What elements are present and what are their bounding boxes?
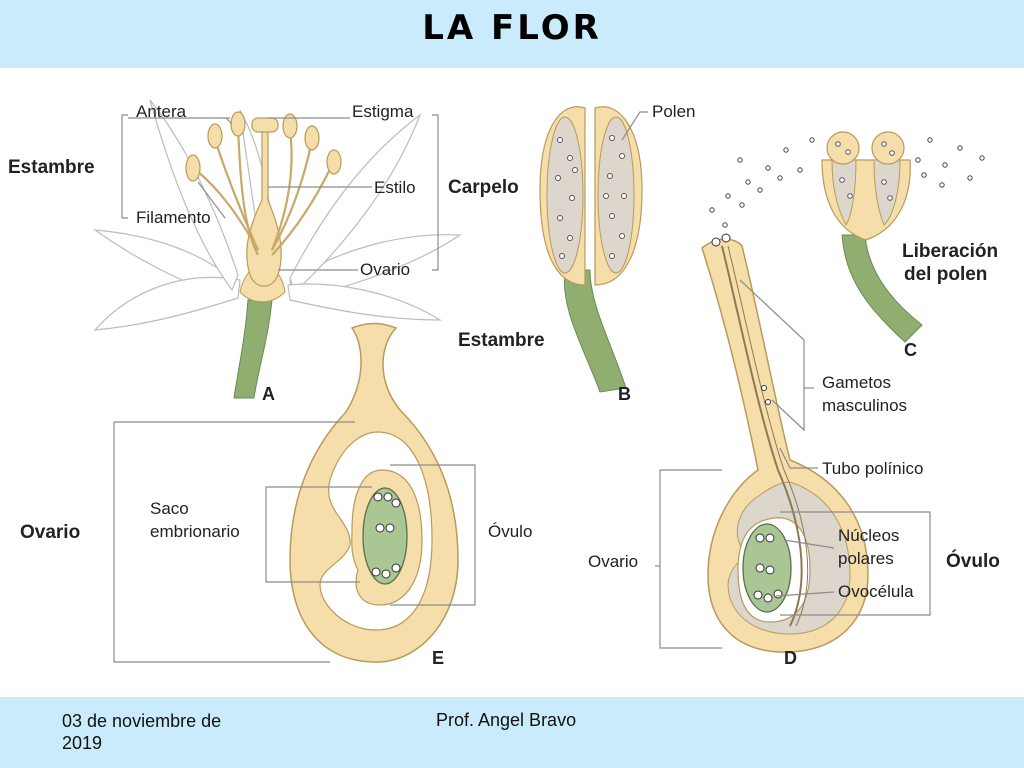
- slide-title: LA FLOR: [422, 8, 602, 48]
- label-estilo: Estilo: [374, 178, 416, 197]
- footer-date: 03 de noviembre de 2019: [62, 711, 222, 753]
- footer-bar: [0, 697, 1024, 768]
- label-liberacion-1: Liberación: [902, 241, 998, 262]
- label-nucleos-2: polares: [838, 549, 894, 568]
- label-gametos-1: Gametos: [822, 373, 891, 392]
- label-carpelo: Carpelo: [448, 177, 519, 198]
- panel-e-ovary: Saco embrionario Ovario Óvulo E: [20, 322, 532, 668]
- label-liberacion-2: del polen: [904, 264, 987, 285]
- label-polen: Polen: [652, 102, 695, 121]
- footer-author: Prof. Angel Bravo: [436, 710, 577, 730]
- panel-b-stamen: Polen Estambre B: [458, 102, 695, 404]
- panel-a-flower: Antera Estigma Estambre Estilo Carpelo F…: [8, 99, 519, 404]
- label-tubo-polinico: Tubo polínico: [822, 459, 923, 478]
- label-ovulo-e: Óvulo: [488, 522, 532, 541]
- panel-letter-d: D: [784, 648, 797, 668]
- label-estambre-a: Estambre: [8, 157, 95, 178]
- label-ovario-d: Ovario: [588, 552, 638, 571]
- panel-letter-c: C: [904, 340, 917, 360]
- label-estambre-b: Estambre: [458, 330, 545, 351]
- label-saco-1: Saco: [150, 499, 189, 518]
- label-gametos-2: masculinos: [822, 396, 907, 415]
- label-saco-2: embrionario: [150, 522, 240, 541]
- label-estigma: Estigma: [352, 102, 414, 121]
- panel-d-pollen-tube: Gametos masculinos Tubo polínico Ovario …: [588, 233, 1000, 668]
- label-ovario-a: Ovario: [360, 260, 410, 279]
- label-ovocelula: Ovocélula: [838, 582, 914, 601]
- panel-letter-b: B: [618, 384, 631, 404]
- label-nucleos-1: Núcleos: [838, 526, 899, 545]
- label-antera: Antera: [136, 102, 187, 121]
- panel-c-pollen-release: Liberación del polen C: [709, 131, 998, 360]
- title-bar: [0, 0, 1024, 68]
- label-ovario-e: Ovario: [20, 522, 80, 543]
- panel-letter-a: A: [262, 384, 275, 404]
- panel-letter-e: E: [432, 648, 444, 668]
- label-ovulo-d: Óvulo: [946, 550, 1000, 572]
- label-filamento: Filamento: [136, 208, 211, 227]
